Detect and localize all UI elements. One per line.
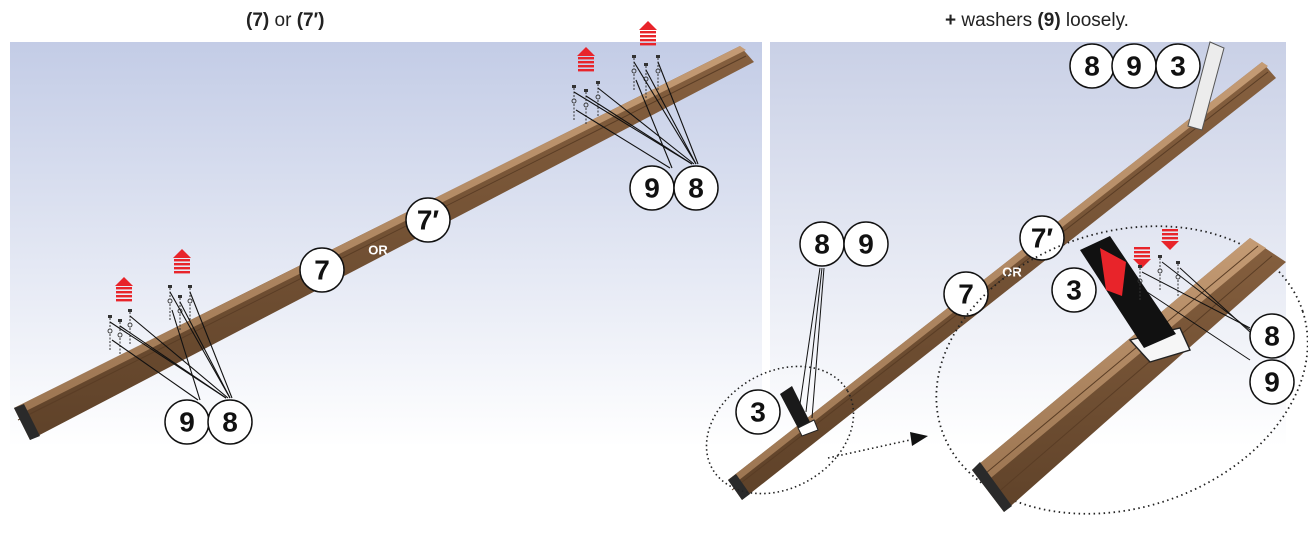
top-callout-washer: 9 [1126, 51, 1142, 82]
detail-bracket-callout-circle [1051, 267, 1097, 313]
beam-7-prime-callout [405, 197, 451, 243]
left-beam-end-cap [14, 404, 40, 440]
detail-leader-lines [1141, 261, 1251, 361]
detail-beam-end-cap [972, 462, 1012, 512]
detail-bolt-callout-circle [1249, 313, 1295, 359]
left-bottom-leader-lines [109, 291, 233, 401]
detail-bolt-callout: 8 [1264, 321, 1280, 352]
detail-bracket [1080, 229, 1251, 363]
detail-washer-callout-circle [1249, 359, 1295, 405]
right-beam-7-callout [943, 271, 989, 317]
bracket-callout-label: 3 [750, 397, 766, 428]
up-arrow-icon [639, 21, 657, 46]
caption-part-plus: + [945, 10, 957, 31]
callout-bolt-circle [673, 165, 719, 211]
left-beam [14, 46, 754, 440]
caption-part-ref-7-prime: (7′) [296, 10, 325, 31]
callout-bolt-label: 8 [222, 407, 238, 438]
callout-washer-label: 9 [644, 173, 660, 204]
left-caption: (7) or (7′) [246, 10, 324, 32]
callout-washer-label: 9 [179, 407, 195, 438]
pointer-arrowhead-icon [910, 432, 928, 446]
callout-bolt-circle [207, 399, 253, 445]
right-beam-7-label: 7 [958, 279, 974, 310]
detail-zoom-ellipse [935, 225, 1308, 515]
detail-bracket-callout: 3 [1066, 275, 1082, 306]
right-top-post [1187, 41, 1225, 131]
top-callout-bracket-circle [1155, 43, 1201, 89]
beam-7-prime-label: 7′ [417, 205, 440, 236]
bracket-washer-callout: 9 [858, 229, 874, 260]
detail-washer-callout: 9 [1264, 367, 1280, 398]
caption-part-ref-7: (7) [246, 10, 270, 31]
right-beam [728, 62, 1276, 500]
right-beam-7-prime-label: 7′ [1031, 223, 1054, 254]
caption-part-loosely: loosely. [1060, 10, 1129, 31]
bracket-callout-circle [735, 389, 781, 435]
caption-part-ref-9: (9) [1037, 10, 1061, 31]
beam-or-label: OR [368, 243, 388, 258]
detail-pointer [827, 432, 928, 459]
beam-7-callout [299, 247, 345, 293]
top-callout-bracket: 3 [1170, 51, 1186, 82]
right-caption: + washers (9) loosely. [945, 10, 1129, 32]
small-bracket [780, 267, 825, 437]
small-bracket-leader-lines [799, 267, 825, 419]
detail-arrows [1100, 229, 1179, 296]
caption-part-washers: washers [956, 10, 1038, 31]
caption-part-or: or [269, 10, 297, 31]
detail-source-ellipse [705, 365, 855, 495]
left-bottom-hardware: 9 8 [107, 249, 253, 445]
top-callout-bolt: 8 [1084, 51, 1100, 82]
left-top-leader-lines [573, 61, 699, 169]
callout-bolt-label: 8 [688, 173, 704, 204]
bracket-bolt-callout: 8 [814, 229, 830, 260]
right-top-callouts: 8 9 3 [1069, 43, 1201, 89]
right-beam-7-prime-callout [1019, 215, 1065, 261]
left-top-hardware: 9 8 [571, 21, 719, 211]
beam-7-label: 7 [314, 255, 330, 286]
bracket-icon [780, 386, 812, 432]
bracket-washer-callout-circle [843, 221, 889, 267]
